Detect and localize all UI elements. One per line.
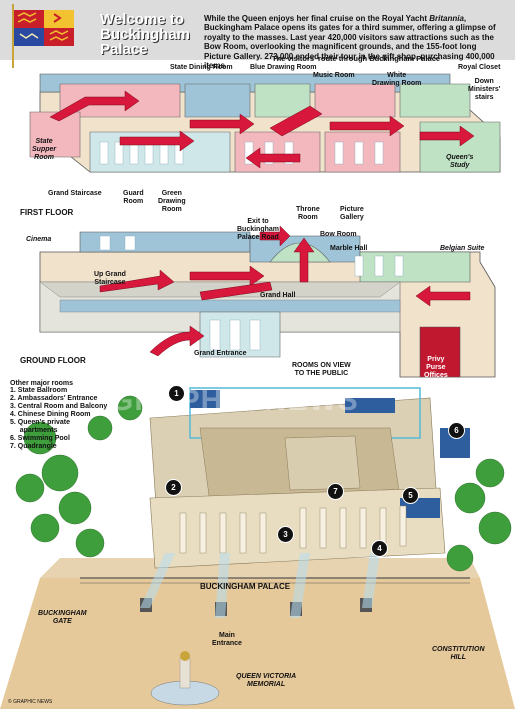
label-belgian-suite: Belgian Suite [440, 245, 485, 252]
legend-item: 1. State Ballroom [10, 387, 68, 394]
badge-6-swimming-pool: 6 [448, 422, 465, 439]
badge-1-state-ballroom: 1 [168, 385, 185, 402]
header-band [0, 0, 515, 60]
legend-item: 2. Ambassadors' Entrance [10, 395, 98, 402]
route-caption: The visitors' route through Buckingham P… [272, 54, 441, 63]
legend-item: 6. Swimming Pool [10, 435, 70, 442]
badge-5-queens-apartments: 5 [402, 487, 419, 504]
legend-item: 7. Quadrangle [10, 443, 57, 450]
first-floor-cutaway [29, 73, 501, 173]
intro-paragraph: While the Queen enjoys her final cruise … [204, 14, 496, 71]
badge-7-quadrangle: 7 [327, 483, 344, 500]
legend: Other major rooms 1. State Ballroom 2. A… [10, 380, 107, 451]
label-cinema: Cinema [26, 236, 52, 243]
ground-floor-label: GROUND FLOOR [20, 356, 86, 365]
legend-item: 4. Chinese Dining Room [10, 411, 91, 418]
label-grand-entrance: Grand Entrance [194, 350, 247, 357]
badge-3-central-room: 3 [277, 526, 294, 543]
label-bow-room: Bow Room [320, 231, 357, 238]
badge-4-chinese-dining-room: 4 [371, 540, 388, 557]
palace-aerial-view [0, 387, 515, 709]
first-floor-label: FIRST FLOOR [20, 208, 74, 217]
legend-item: apartments [10, 427, 58, 434]
label-blue-drawing-room: Blue Drawing Room [250, 64, 317, 71]
label-music-room: Music Room [313, 72, 355, 79]
label-royal-closet: Royal Closet [458, 64, 501, 71]
page-title: Welcome to Buckingham Palace [100, 11, 191, 58]
legend-item: 3. Central Room and Balcony [10, 403, 108, 410]
label-state-dining-room: State Dining Room [170, 64, 233, 71]
credit-line: © GRAPHIC NEWS [8, 699, 53, 705]
watermark: GRAPHIC NEWS [110, 384, 359, 417]
badge-2-ambassadors-entrance: 2 [165, 479, 182, 496]
legend-title: Other major rooms [10, 380, 74, 387]
royal-standard-flag-icon [12, 4, 74, 68]
ground-floor-cutaway [39, 225, 496, 378]
label-marble-hall: Marble Hall [330, 245, 368, 252]
legend-item: 5. Queen's private [10, 419, 71, 426]
label-grand-staircase: Grand Staircase [48, 190, 102, 197]
palace-name-label: BUCKINGHAM PALACE [200, 582, 291, 591]
label-grand-hall: Grand Hall [260, 292, 296, 299]
